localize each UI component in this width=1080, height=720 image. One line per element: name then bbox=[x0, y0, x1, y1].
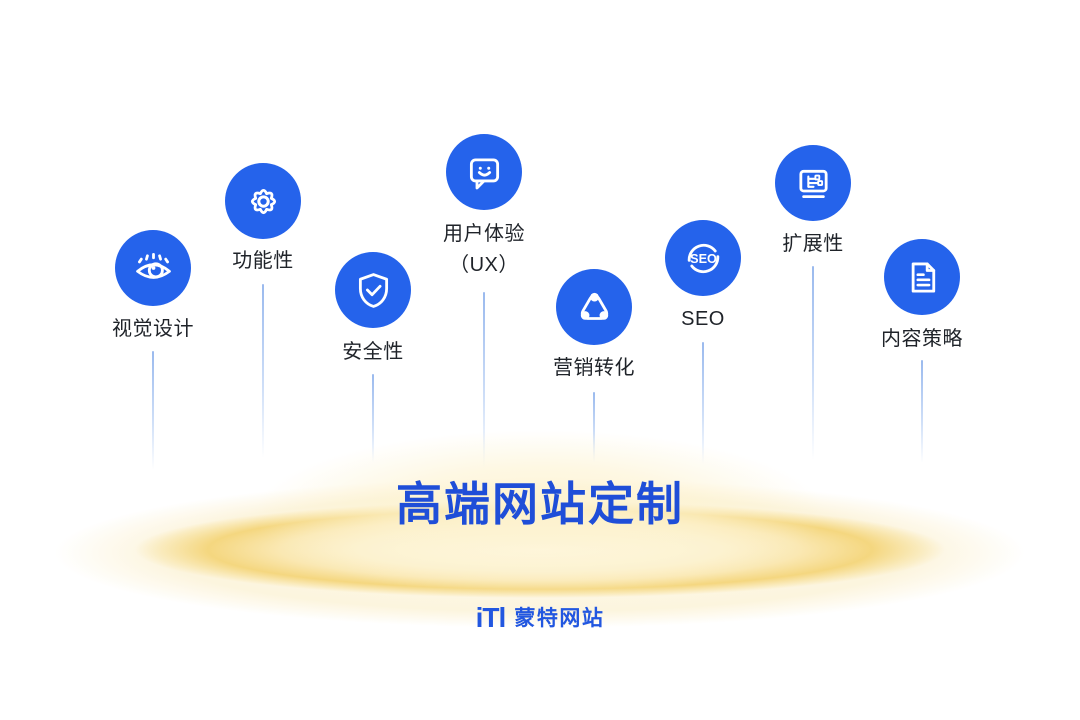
feature-label: 用户体验（UX） bbox=[443, 223, 525, 276]
feature-icon-circle bbox=[884, 239, 960, 315]
feature-icon-circle bbox=[446, 134, 522, 210]
feature-label: 视觉设计 bbox=[112, 318, 194, 340]
connector-line bbox=[812, 266, 814, 460]
brand-name: 蒙特网站 bbox=[514, 606, 605, 630]
feature-label: 营销转化 bbox=[553, 357, 635, 379]
feature-label: 内容策略 bbox=[881, 328, 963, 350]
seo-badge-icon: SEO bbox=[681, 236, 726, 281]
chat-smiley-icon bbox=[462, 150, 507, 195]
connector-line bbox=[262, 284, 264, 458]
brand-logo-mark: iTl bbox=[475, 602, 507, 633]
document-icon bbox=[900, 255, 945, 300]
connector-line bbox=[702, 342, 704, 465]
feature-icon-circle bbox=[225, 163, 301, 239]
connector-line bbox=[372, 374, 374, 463]
eye-icon bbox=[131, 246, 176, 291]
feature-icon-circle: SEO bbox=[665, 220, 741, 296]
connector-line bbox=[152, 351, 154, 470]
connector-line bbox=[921, 360, 923, 463]
gear-icon bbox=[241, 179, 286, 224]
connector-line bbox=[483, 292, 485, 470]
feature-icon-circle bbox=[556, 269, 632, 345]
svg-text:SEO: SEO bbox=[690, 252, 717, 266]
shield-check-icon bbox=[351, 268, 396, 313]
feature-label: SEO bbox=[681, 308, 725, 330]
monitor-nodes-icon bbox=[791, 161, 836, 206]
feature-label: 功能性 bbox=[232, 250, 294, 272]
feature-icon-circle bbox=[115, 230, 191, 306]
feature-icon-circle bbox=[335, 252, 411, 328]
share-nodes-icon bbox=[572, 285, 617, 330]
feature-label: 安全性 bbox=[342, 341, 404, 363]
page-title: 高端网站定制 bbox=[396, 478, 684, 530]
feature-icon-circle bbox=[775, 145, 851, 221]
feature-label: 扩展性 bbox=[782, 233, 844, 255]
brand-footer: iTl 蒙特网站 bbox=[0, 604, 1080, 632]
connector-line bbox=[593, 392, 595, 463]
